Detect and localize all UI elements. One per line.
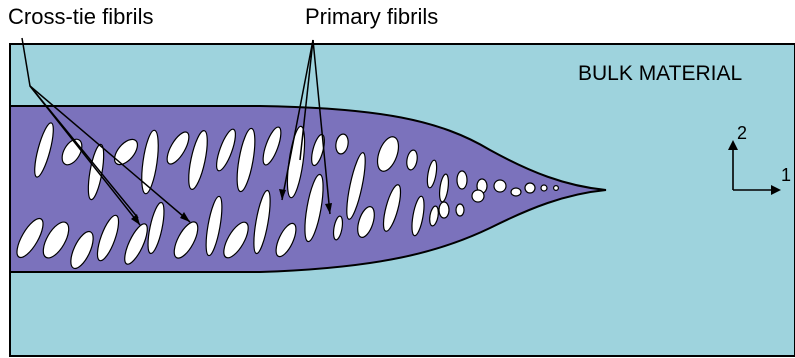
void <box>472 190 484 202</box>
primary-fibrils-label: Primary fibrils <box>305 4 438 30</box>
void <box>456 204 464 216</box>
void <box>439 202 449 218</box>
cross-tie-fibrils-label: Cross-tie fibrils <box>8 4 153 30</box>
void <box>511 188 521 196</box>
void <box>525 183 535 193</box>
void <box>554 186 559 191</box>
axis-1-label: 1 <box>781 165 791 186</box>
bulk-material-label: BULK MATERIAL <box>578 62 742 86</box>
void <box>457 171 467 189</box>
void <box>541 185 547 191</box>
void <box>494 180 506 192</box>
axis-2-label: 2 <box>737 123 747 144</box>
